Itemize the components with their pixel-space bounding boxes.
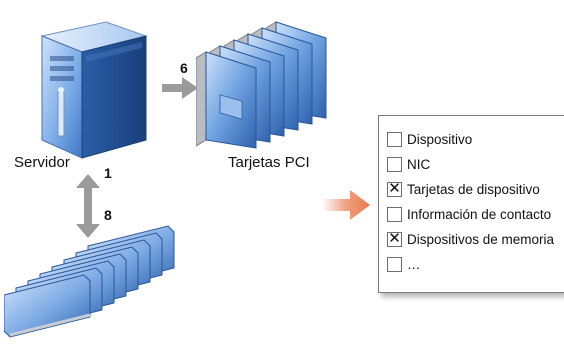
- checkbox-more[interactable]: [387, 256, 402, 272]
- checklist-item-label: NIC: [407, 156, 431, 172]
- checkbox-tarjetas-de-dispositivo[interactable]: ✕: [387, 179, 402, 197]
- checklist-item[interactable]: …: [387, 254, 421, 274]
- checkbox-dispositivos-de-memoria[interactable]: ✕: [387, 229, 402, 247]
- server-label: Servidor: [14, 154, 70, 171]
- server-badge: 1: [104, 165, 112, 181]
- server-to-memory-arrow: [76, 174, 100, 238]
- checkbox-informacion-de-contacto[interactable]: [387, 206, 402, 222]
- to-checklist-arrow: [322, 190, 370, 220]
- checkbox-nic[interactable]: [387, 156, 402, 172]
- memory-modules-icon: [4, 225, 175, 338]
- checkbox-dispositivo[interactable]: [387, 131, 402, 147]
- checklist-item-label: Tarjetas de dispositivo: [407, 181, 540, 197]
- server-icon: [40, 21, 148, 159]
- checklist-item[interactable]: ✕ Tarjetas de dispositivo: [387, 179, 540, 199]
- device-checklist-panel: Dispositivo NIC ✕ Tarjetas de dispositiv…: [378, 115, 564, 293]
- checklist-item[interactable]: Dispositivo: [387, 129, 472, 149]
- checkmark-icon: ✕: [388, 179, 401, 197]
- checklist-item[interactable]: NIC: [387, 154, 430, 174]
- pci-count: 6: [180, 60, 188, 76]
- checklist-item-label: Dispositivos de memoria: [407, 231, 555, 247]
- pci-cards-icon: [196, 21, 327, 149]
- checklist-item[interactable]: ✕ Dispositivos de memoria: [387, 229, 554, 249]
- checklist-item-label: …: [407, 256, 421, 272]
- checkmark-icon: ✕: [388, 229, 401, 247]
- checklist-item-label: Dispositivo: [407, 131, 473, 147]
- server-to-pci-arrow: [162, 77, 198, 99]
- memory-count: 8: [104, 207, 112, 223]
- checklist-item[interactable]: Información de contacto: [387, 204, 551, 224]
- pci-label: Tarjetas PCI: [228, 154, 310, 171]
- checklist-item-label: Información de contacto: [407, 206, 552, 222]
